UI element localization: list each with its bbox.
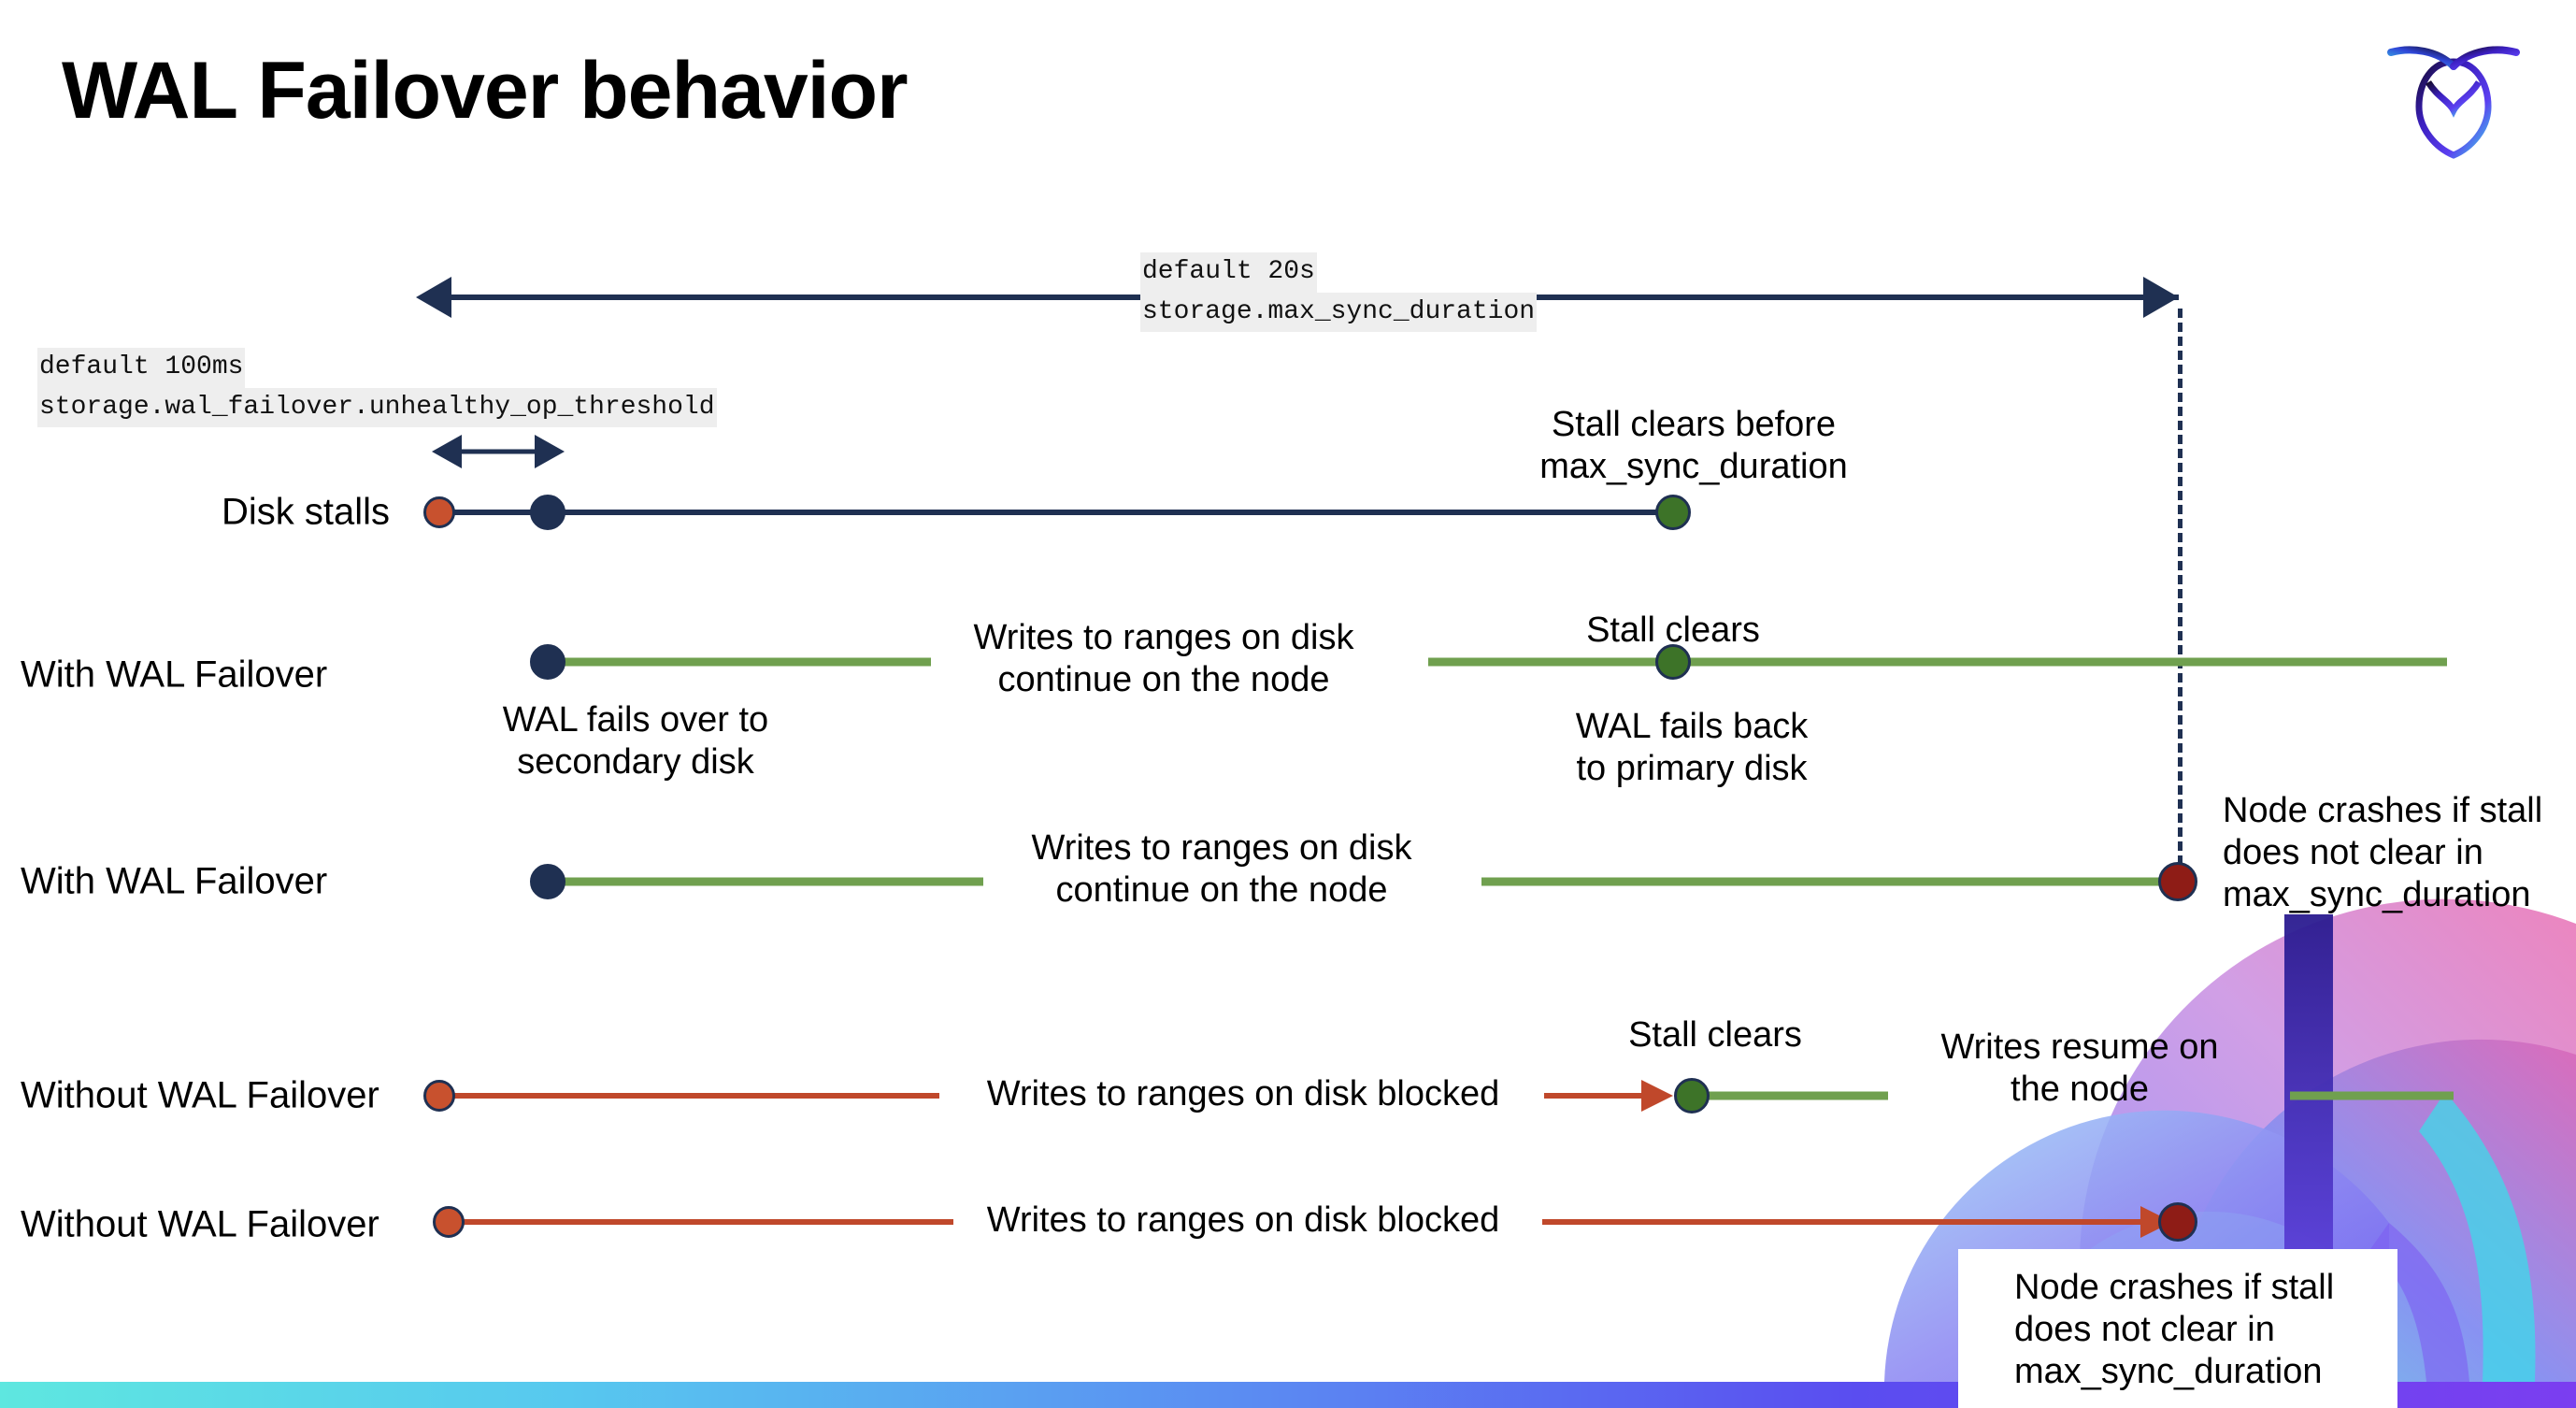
threshold-arrow-right-head: [535, 435, 565, 468]
max-sync-duration-code-label: default 20s storage.max_sync_duration: [1140, 252, 1538, 333]
disk-stall-clears-marker: [1655, 495, 1691, 530]
without-failover-blocked-arrow-head: [1641, 1080, 1673, 1112]
wal-failover-start-marker: [530, 644, 565, 680]
without-failover-blocked-segment-right: [1544, 1093, 1647, 1099]
node-crash-callout-background: [1958, 1249, 2397, 1408]
wal-failover-crash-start-marker: [530, 864, 565, 899]
max-sync-duration-arrow-left-head: [416, 277, 451, 318]
row-label-disk-stalls: Disk stalls: [222, 491, 391, 533]
without-failover-resume-segment-far: [2290, 1091, 2454, 1100]
row-label-without-wal-failover-clears: Without WAL Failover: [21, 1074, 379, 1116]
row-label-without-wal-failover-crash: Without WAL Failover: [21, 1203, 379, 1245]
annotation-node-crashes-2: Node crashes if stall does not clear in …: [2014, 1268, 2335, 1391]
annotation-node-crashes-1: Node crashes if stall does not clear in …: [2223, 791, 2543, 914]
without-failover-stall-start-marker: [423, 1080, 455, 1112]
disk-stall-detected-marker: [530, 495, 565, 530]
disk-stalls-timeline: [439, 510, 1673, 515]
without-failover-crash-start-marker: [433, 1206, 465, 1238]
without-failover-crash-segment-left: [449, 1219, 953, 1225]
row-label-with-wal-failover-clears: With WAL Failover: [21, 654, 328, 696]
max-sync-duration-setting: storage.max_sync_duration: [1140, 292, 1538, 333]
without-failover-blocked-segment-left: [439, 1093, 939, 1099]
without-failover-crash-segment-right: [1542, 1219, 2154, 1225]
without-failover-stall-clears-marker: [1674, 1078, 1710, 1113]
disk-stall-start-marker: [423, 496, 455, 528]
unhealthy-op-threshold-setting: storage.wal_failover.unhealthy_op_thresh…: [37, 387, 717, 428]
unhealthy-op-threshold-default: default 100ms: [37, 348, 246, 388]
annotation-stall-clears-before: Stall clears before max_sync_duration: [1539, 405, 1848, 486]
node-crash-marker-1: [2158, 862, 2197, 901]
with-failover-segment-left: [548, 657, 931, 667]
annotation-wal-fails-back: WAL fails back to primary disk: [1575, 707, 1809, 788]
max-sync-duration-dashed-guide: [2178, 309, 2182, 879]
node-crash-marker-2: [2158, 1202, 2197, 1242]
wal-failover-stall-clears-marker: [1655, 644, 1691, 680]
threshold-arrow-left-head: [432, 435, 462, 468]
with-failover-segment-right: [1428, 657, 2447, 667]
row-label-with-wal-failover-crash: With WAL Failover: [21, 860, 328, 902]
max-sync-duration-arrow-right-head: [2143, 277, 2179, 318]
unhealthy-op-threshold-code-label: default 100ms storage.wal_failover.unhea…: [37, 348, 717, 428]
annotation-writes-resume: Writes resume on the node: [1940, 1027, 2219, 1109]
annotation-stall-clears-2: Stall clears: [1628, 1015, 1802, 1055]
annotation-writes-continue: Writes to ranges on disk continue on the…: [973, 618, 1354, 699]
annotation-writes-blocked: Writes to ranges on disk blocked: [986, 1074, 1500, 1113]
max-sync-duration-default: default 20s: [1140, 252, 1317, 293]
annotation-writes-blocked-2: Writes to ranges on disk blocked: [986, 1200, 1500, 1240]
with-failover-crash-segment-right: [1481, 877, 2178, 886]
with-failover-crash-segment-left: [548, 877, 983, 886]
page-title: WAL Failover behavior: [62, 46, 909, 136]
cockroachdb-logo: [2374, 24, 2533, 174]
threshold-arrow-shaft: [461, 449, 537, 454]
without-failover-resume-segment: [1692, 1091, 1888, 1100]
annotation-writes-continue-2: Writes to ranges on disk continue on the…: [1031, 828, 1412, 910]
annotation-stall-clears: Stall clears: [1586, 611, 1760, 650]
annotation-wal-fails-over: WAL fails over to secondary disk: [502, 700, 769, 782]
